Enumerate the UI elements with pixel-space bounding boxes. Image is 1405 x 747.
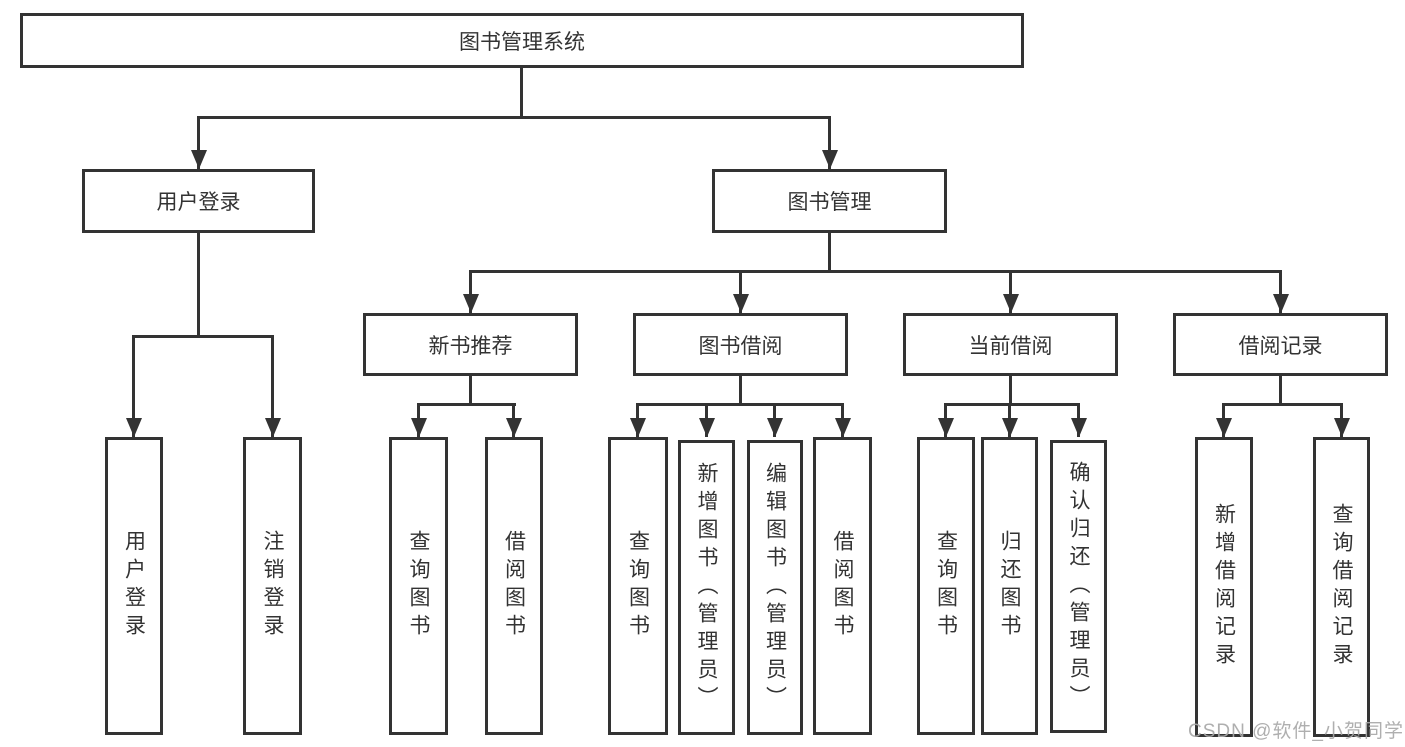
leaf-cb-confirm-return-admin: 确认归还（管理员） [1050,440,1107,733]
arrow-to-leaf-user-login [132,335,135,437]
connector-br-stem [1279,376,1282,405]
arrow-to-user-login [197,116,200,169]
node-label: 借阅图书 [502,530,526,642]
arrow-to-nbr-borrow [512,403,515,437]
connector-nbr-bar [417,403,516,406]
arrow-to-cb-confirm [1077,403,1080,437]
connector-user-login-stem [197,233,200,337]
node-new-book-recommend: 新书推荐 [363,313,578,376]
node-borrow-records: 借阅记录 [1173,313,1388,376]
arrow-to-book-management [828,116,831,169]
arrow-to-cb-return [1008,403,1011,437]
node-label: 借阅图书 [831,530,854,642]
node-label: 查询图书 [407,530,430,642]
arrow-to-new-book-recommend [469,270,472,313]
node-label: 归还图书 [998,530,1021,642]
node-label: 图书借阅 [698,334,783,358]
node-label: 图书管理系统 [459,30,585,54]
arrow-to-book-borrow [739,270,742,313]
leaf-cb-return-books: 归还图书 [981,437,1038,735]
connector-book-mgmt-stem [828,233,831,272]
node-label: 查询图书 [626,530,650,642]
connector-root-stem [520,68,523,118]
connector-bb-stem [739,376,742,405]
leaf-cb-query-books: 查询图书 [917,437,975,735]
node-label: 查询借阅记录 [1330,503,1353,671]
node-label: 图书管理 [787,191,872,214]
arrow-to-bb-query [636,403,639,437]
node-label: 新增图书（管理员） [695,461,718,714]
node-book-borrow: 图书借阅 [633,313,848,376]
arrow-to-bb-borrow [841,403,844,437]
node-label: 用户登录 [122,530,146,642]
node-book-management: 图书管理 [712,169,947,233]
node-label: 新书推荐 [428,334,513,358]
arrow-to-current-borrow [1009,270,1012,313]
leaf-nbr-borrow-books: 借阅图书 [485,437,543,735]
node-label: 编辑图书（管理员） [763,461,787,714]
connector-cb-stem [1009,376,1012,405]
leaf-nbr-query-books: 查询图书 [389,437,448,735]
csdn-watermark: CSDN @软件_小贺同学 [1188,721,1404,742]
node-label: 新增借阅记录 [1212,503,1236,671]
node-label: 注销登录 [261,530,284,642]
connector-user-login-bar [132,335,274,338]
leaf-bb-query-books: 查询图书 [608,437,668,735]
leaf-logout: 注销登录 [243,437,302,735]
connector-book-mgmt-bar [469,270,1282,273]
node-library-system: 图书管理系统 [20,13,1024,68]
leaf-bb-add-books-admin: 新增图书（管理员） [678,440,735,735]
node-label: 用户登录 [156,191,241,214]
node-current-borrow: 当前借阅 [903,313,1118,376]
connector-br-bar [1222,403,1343,406]
leaf-user-login: 用户登录 [105,437,163,735]
node-label: 确认归还（管理员） [1067,460,1090,713]
arrow-to-bb-edit [773,403,776,437]
leaf-br-add-record: 新增借阅记录 [1195,437,1253,737]
arrow-to-nbr-query [417,403,420,437]
node-label: 查询图书 [934,530,958,642]
arrow-to-leaf-logout [271,335,274,437]
arrow-to-borrow-records [1279,270,1282,313]
connector-root-bar [197,116,831,119]
node-label: 当前借阅 [968,334,1053,358]
node-label: 借阅记录 [1238,334,1323,358]
leaf-bb-edit-books-admin: 编辑图书（管理员） [747,440,803,735]
leaf-bb-borrow-books: 借阅图书 [813,437,872,735]
connector-cb-bar [944,403,1080,406]
node-user-login: 用户登录 [82,169,315,233]
arrow-to-br-query [1340,403,1343,437]
leaf-br-query-record: 查询借阅记录 [1313,437,1370,737]
connector-nbr-stem [469,376,472,405]
arrow-to-cb-query [944,403,947,437]
connector-bb-bar [636,403,844,406]
arrow-to-br-add [1222,403,1225,437]
arrow-to-bb-add [705,403,708,437]
